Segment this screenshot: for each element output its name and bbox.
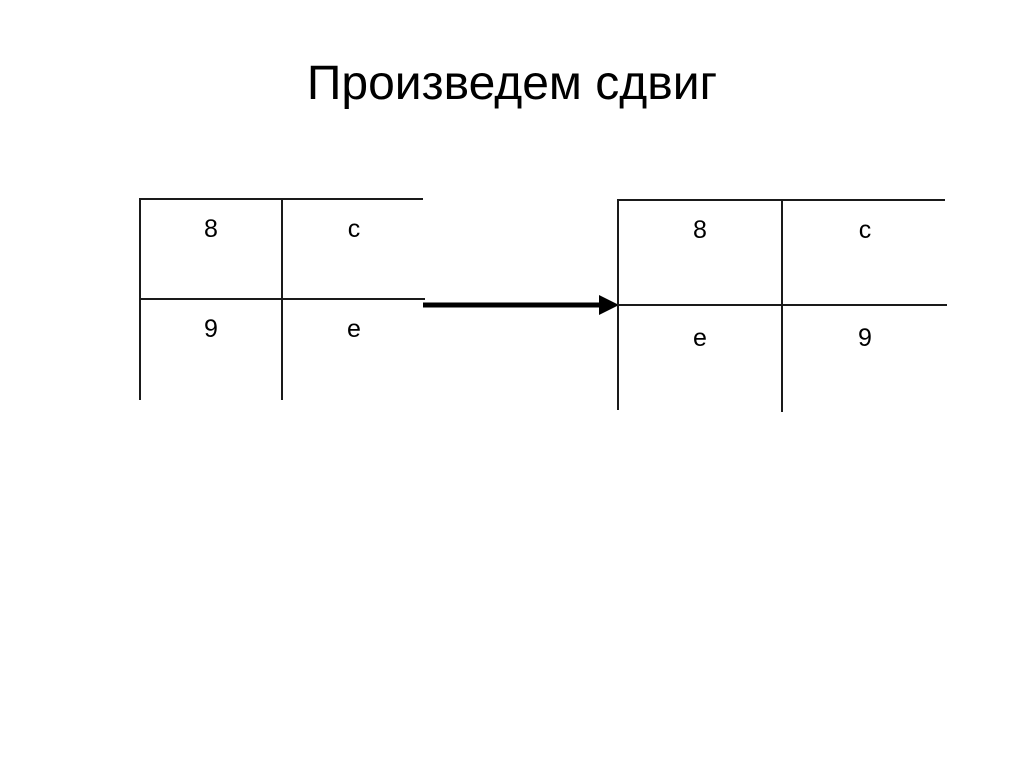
cell-value-before-r1c1: e	[347, 315, 361, 343]
arrow-head	[599, 295, 619, 315]
table-row: 9	[141, 300, 283, 400]
table-before-shift: 8 c 9 e	[139, 198, 425, 400]
cell-value-after-r1c0: e	[693, 324, 707, 352]
cell-value-before-r0c0: 8	[204, 215, 218, 243]
cell-value-after-r1c1: 9	[858, 324, 872, 352]
cell-value-before-r1c0: 9	[204, 315, 218, 343]
cell-value-after-r0c0: 8	[693, 216, 707, 244]
table-row: e	[283, 300, 425, 400]
table-row: c	[283, 200, 425, 300]
arrow-right-icon	[423, 295, 619, 315]
table-row: 9	[783, 306, 947, 412]
table-row: 8	[141, 200, 283, 300]
table-after-shift: 8 c e 9	[617, 199, 947, 412]
cell-value-after-r0c1: c	[858, 216, 872, 244]
table-row: 8	[619, 201, 783, 306]
table-row: e	[619, 306, 783, 412]
cell-value-before-r0c1: c	[347, 215, 361, 243]
page-title: Произведем сдвиг	[306, 57, 718, 110]
table-row: c	[783, 201, 947, 306]
